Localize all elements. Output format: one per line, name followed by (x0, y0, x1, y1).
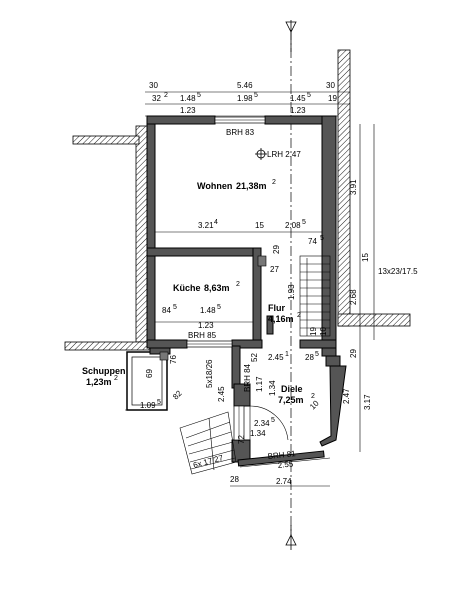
dim-10: 10 (319, 327, 328, 336)
dim-148: 1.48 (180, 94, 196, 103)
label-brh84: BRH 84 (243, 363, 252, 392)
stair-upper (299, 255, 331, 337)
dim-right-30: 30 (326, 81, 335, 90)
room-flur-name: Flur (268, 303, 285, 313)
dim-overall-width: 5.46 (237, 81, 253, 90)
dim-208: 2.08 (285, 221, 301, 230)
dim-134a: 1.34 (268, 380, 277, 396)
dim-123-right: 1.23 (290, 106, 306, 115)
dim-27: 27 (270, 265, 279, 274)
dim-109-sup: 5 (157, 399, 161, 406)
dim-117: 1.17 (255, 376, 264, 392)
dim-28b: 28 (230, 475, 239, 484)
room-schuppen-area: 1,23m (86, 377, 112, 387)
room-flur-sup: 2 (297, 312, 301, 319)
stair-lower (179, 411, 237, 475)
dim-198-sup: 5 (254, 92, 258, 99)
label-brh85: BRH 85 (188, 331, 217, 340)
label-stair-upper: 13x23/17.5 (378, 267, 418, 276)
room-diele-area: 7,25m (278, 395, 304, 405)
door-swing (249, 405, 289, 442)
room-flur-area: 4,16m (268, 314, 294, 324)
dim-145: 1.45 (290, 94, 306, 103)
dim-32-sup: 2 (164, 92, 168, 99)
dim-268: 2.68 (349, 289, 358, 305)
dim-321: 3.21 (198, 221, 214, 230)
room-kueche-area: 8,63m (204, 283, 230, 293)
dim-10b: 10 (308, 398, 321, 411)
label-brh83: BRH 83 (226, 128, 255, 137)
dim-391: 3.91 (349, 179, 358, 195)
neighbour-walls (64, 49, 411, 351)
room-schuppen-name: Schuppen (82, 366, 126, 376)
dim-234: 2.34 (254, 419, 270, 428)
room-wohnen-area: 21,38m (236, 181, 267, 191)
dim-19f: 19 (309, 327, 318, 336)
dim-29r: 29 (349, 349, 358, 358)
room-kueche-name: Küche (173, 283, 201, 293)
room-wohnen-sup: 2 (272, 179, 276, 186)
dim-208-sup: 5 (302, 219, 306, 226)
dim-28: 28 (305, 353, 314, 362)
dim-148-sup: 5 (197, 92, 201, 99)
dim-247: 2.47 (342, 388, 351, 404)
dim-145-sup: 5 (307, 92, 311, 99)
dim-32: 32 (152, 94, 161, 103)
dim-74: 74 (308, 237, 317, 246)
dim-52: 52 (250, 353, 259, 362)
label-lrh: LRH 2.47 (267, 150, 301, 159)
dimension-lines (125, 91, 375, 487)
ceiling-light-symbol (255, 148, 267, 160)
room-diele-name: Diele (281, 384, 303, 394)
dim-123-left: 1.23 (180, 106, 196, 115)
dim-29: 29 (272, 245, 281, 254)
room-wohnen-name: Wohnen (197, 181, 232, 191)
room-kueche-sup: 2 (236, 281, 240, 288)
dim-28-sup: 5 (315, 351, 319, 358)
room-schuppen-sup: 2 (114, 375, 118, 382)
dim-19: 19 (328, 94, 337, 103)
section-line (285, 20, 297, 550)
label-stair-left: 5x18/26 (205, 359, 214, 388)
dim-109: 1.09 (140, 401, 156, 410)
dim-234-sup: 5 (271, 417, 275, 424)
dim-84: 84 (162, 306, 171, 315)
dim-245v: 2.45 (217, 386, 226, 402)
dim-15r: 15 (361, 253, 370, 262)
dim-245-sup: 1 (285, 351, 289, 358)
dim-255: 2.55 (277, 459, 294, 470)
dim-123k: 1.23 (198, 321, 214, 330)
dim-84-sup: 5 (173, 304, 177, 311)
windows (186, 116, 266, 441)
label-brh81: BRH 81 (267, 449, 296, 461)
dim-274: 2.74 (276, 477, 292, 486)
dim-245: 2.45 (268, 353, 284, 362)
dim-148k: 1.48 (200, 306, 216, 315)
dim-76: 76 (169, 355, 178, 364)
dim-82: 82 (171, 388, 184, 401)
dim-69: 69 (145, 369, 154, 378)
label-stair-lower: 6x 17/27 (192, 453, 225, 470)
dim-148k-sup: 5 (217, 304, 221, 311)
dim-72: 72 (237, 435, 246, 444)
dim-15: 15 (255, 221, 264, 230)
dim-74-sup: 5 (320, 235, 324, 242)
dim-198: 1.98 (237, 94, 253, 103)
dim-317: 3.17 (363, 394, 372, 410)
dim-321-sup: 4 (214, 219, 218, 226)
dim-left-30: 30 (149, 81, 158, 90)
room-diele-sup: 2 (311, 393, 315, 400)
dim-134b: 1.34 (250, 429, 266, 438)
dim-193: 1.93 (287, 284, 296, 300)
